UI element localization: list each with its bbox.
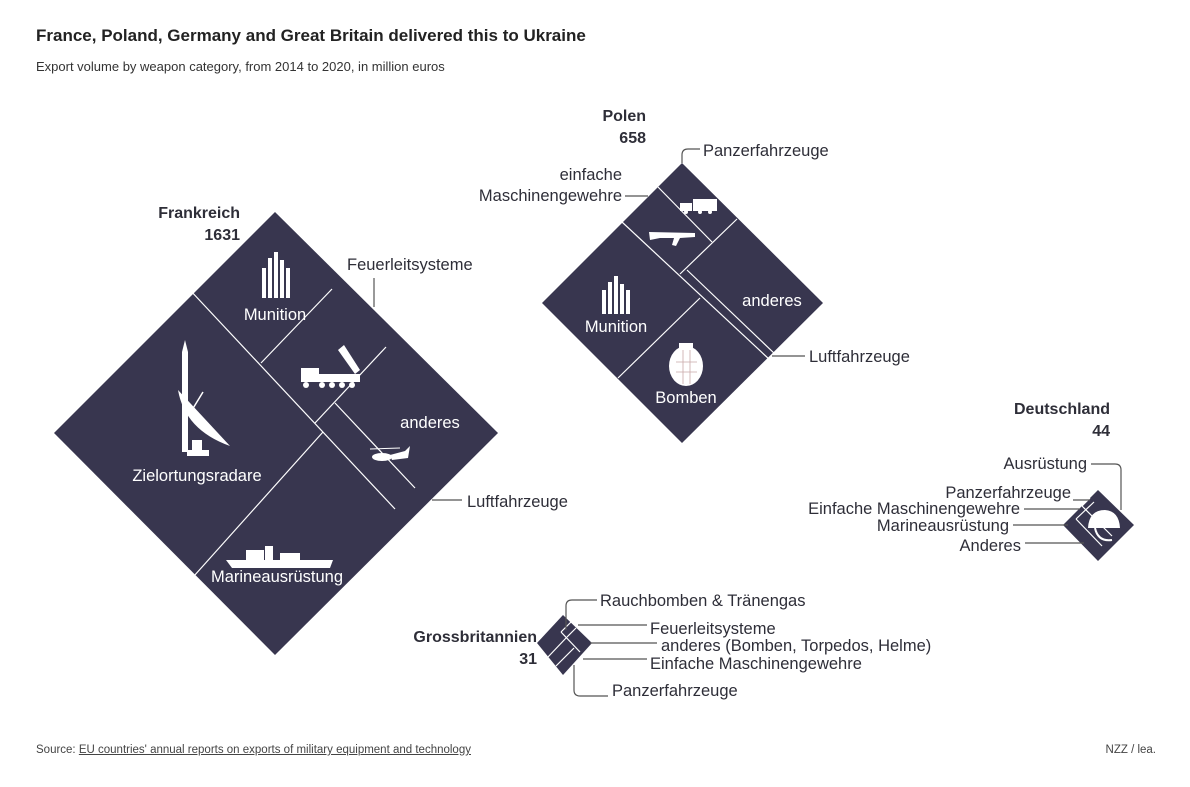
diamond-shape: [537, 615, 592, 675]
separator: [193, 431, 324, 577]
country-name: Frankreich: [158, 205, 240, 222]
category-label: Munition: [244, 306, 306, 324]
country-total: 658: [619, 130, 646, 147]
armored-vehicle-icon: [680, 199, 717, 214]
diamond-frankreich: Frankreich 1631 Munition Feuerleitsystem…: [54, 205, 568, 655]
category-label: Luftfahrzeuge: [809, 348, 910, 366]
credit: NZZ / lea.: [1105, 744, 1156, 756]
country-name: Grossbritannien: [413, 629, 537, 646]
leader-line: [681, 148, 700, 163]
separator: [617, 297, 701, 379]
separator: [188, 288, 396, 510]
separator: [686, 269, 777, 356]
ship-icon: [226, 546, 333, 568]
category-label: Luftfahrzeuge: [467, 493, 568, 511]
helicopter-icon: [369, 446, 410, 461]
category-label: Panzerfahrzeuge: [945, 484, 1071, 502]
separator: [566, 627, 577, 638]
category-label: Marineausrüstung: [211, 568, 343, 586]
chart-subtitle: Export volume by weapon category, from 2…: [36, 59, 445, 74]
country-total: 44: [1092, 423, 1110, 440]
ammunition-icon: [262, 252, 290, 298]
category-label: Einfache Maschinengewehre: [650, 655, 862, 673]
category-label: Anderes: [960, 537, 1021, 555]
rifle-icon: [649, 232, 695, 246]
country-name: Polen: [602, 108, 646, 125]
category-label: Zielortungsradare: [132, 467, 261, 485]
source-link[interactable]: EU countries' annual reports on exports …: [78, 744, 471, 756]
category-label: Munition: [585, 318, 647, 336]
category-label: Einfache Maschinengewehre: [808, 500, 1020, 518]
source-prefix: Source:: [36, 744, 76, 756]
chart-title: France, Poland, Germany and Great Britai…: [36, 26, 586, 45]
category-label: Feuerleitsysteme: [347, 256, 473, 274]
separator: [334, 402, 416, 489]
leader-line: [1091, 463, 1122, 510]
separator: [679, 218, 738, 275]
launcher-truck-icon: [301, 345, 360, 388]
category-label: Feuerleitsysteme: [650, 620, 776, 638]
separator: [1075, 518, 1103, 547]
country-total: 31: [519, 651, 537, 668]
category-label: Rauchbomben & Tränengas: [600, 592, 805, 610]
diamond-deutschland: Deutschland 44 Ausrüstung Panzerfahrzeug…: [808, 401, 1134, 561]
radar-rocket-icon: [178, 340, 230, 456]
helmet-icon: [1088, 510, 1120, 542]
category-label: Panzerfahrzeuge: [612, 682, 738, 700]
separator: [657, 186, 713, 243]
separator: [560, 631, 581, 653]
category-label: Bomben: [655, 389, 716, 407]
diamond-shape: [54, 212, 498, 655]
ammunition-icon: [602, 276, 630, 314]
separator: [1075, 501, 1095, 520]
separator: [547, 636, 568, 658]
source-note: Source: EU countries' annual reports on …: [36, 744, 471, 756]
category-label: Panzerfahrzeuge: [703, 142, 829, 160]
leader-line: [565, 599, 597, 630]
diamond-grossbritannien: Grossbritannien 31 Rauchbomben & Träneng…: [413, 592, 931, 700]
separator: [621, 221, 771, 361]
category-label: Ausrüstung: [1004, 455, 1087, 473]
category-label: anderes (Bomben, Torpedos, Helme): [661, 637, 931, 655]
separator: [555, 647, 575, 667]
diamond-shape: [542, 163, 823, 443]
country-total: 1631: [204, 227, 240, 244]
category-label: einfache: [560, 166, 622, 184]
leader-line: [573, 665, 608, 697]
diamond-polen: Polen 658 Panzerfahrzeuge einfache Masch…: [479, 108, 910, 443]
separator: [260, 288, 333, 364]
grenade-icon: [669, 343, 703, 386]
separator: [1081, 497, 1091, 507]
category-label: anderes: [742, 292, 802, 310]
category-label: Maschinengewehre: [479, 187, 622, 205]
country-name: Deutschland: [1014, 401, 1110, 418]
category-label: Marineausrüstung: [877, 517, 1009, 535]
category-label: anderes: [400, 414, 460, 432]
